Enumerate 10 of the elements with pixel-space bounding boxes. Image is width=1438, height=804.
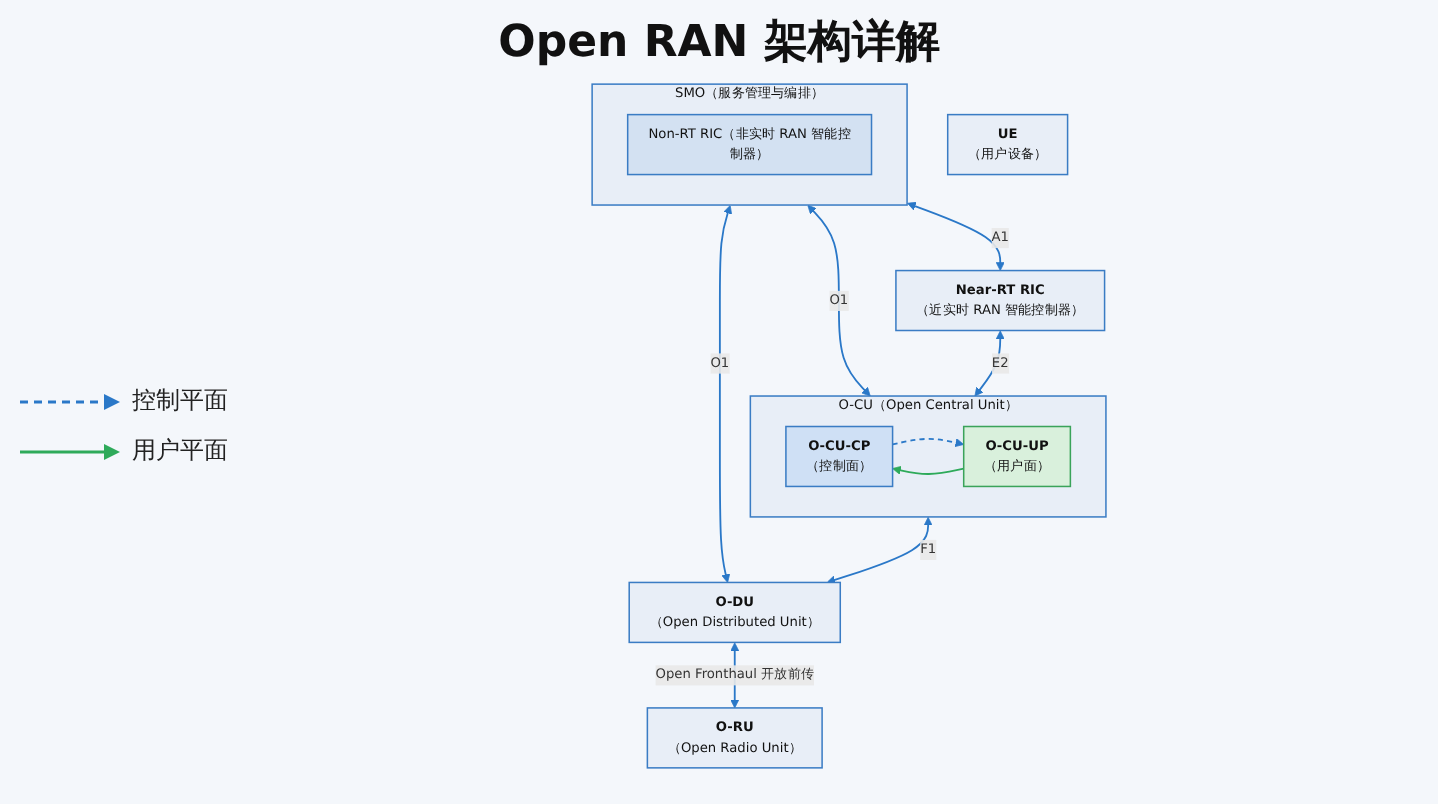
arrow: [807, 204, 871, 397]
arrow: [974, 330, 1005, 397]
title: Open RAN 架构详解: [496, 16, 942, 72]
arrow: [892, 465, 965, 475]
arrow: [718, 205, 732, 583]
arrow: [891, 438, 965, 447]
arrow: [907, 201, 1005, 271]
arrow: [826, 516, 933, 585]
legend-label: 控制平面: [132, 384, 228, 418]
legend-label: 用户平面: [132, 434, 228, 468]
